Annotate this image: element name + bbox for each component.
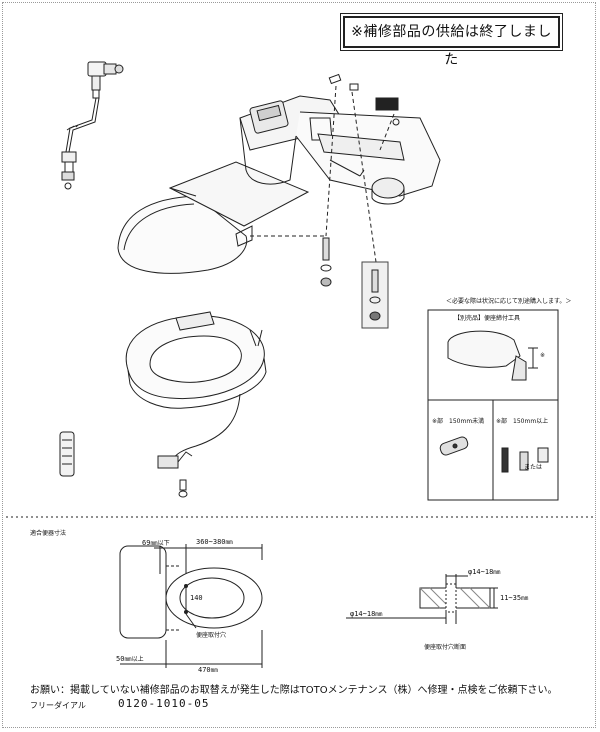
- main-unit-illustration: [239, 73, 441, 205]
- toilet-seat-illustration: [125, 311, 267, 498]
- parts-discontinued-notice: ※補修部品の供給は終了しました: [340, 13, 563, 68]
- mounting-bolt-illustration: [320, 237, 389, 329]
- freedial-number: 0120-1010-05: [118, 697, 210, 710]
- dimension-140: 140: [190, 594, 203, 602]
- fitting-dimensions-title: 適合便器寸法: [30, 530, 67, 537]
- dimension-360-380: 360~380mm: [196, 538, 233, 546]
- hole-thickness: 11~35mm: [500, 594, 529, 602]
- bowl-plan-view: [119, 544, 263, 668]
- seat-hole-label: 便座取付穴: [196, 632, 227, 639]
- hole-diameter-top: φ14~18mm: [468, 568, 501, 576]
- dimension-50: 50mm以上: [116, 655, 144, 663]
- tools-note-mark: ※: [540, 352, 546, 359]
- tools-or-text: または: [524, 464, 543, 471]
- tools-panel-frame: [427, 309, 559, 501]
- tools-panel-caption: ＜必要な際は状況に応じて別途購入します。＞: [446, 298, 572, 305]
- assembly-guide-lines: [250, 85, 395, 263]
- hole-diameter-bottom: φ14~18mm: [350, 610, 383, 618]
- water-supply-hose-illustration: [61, 61, 124, 190]
- mounting-hole-section: [346, 574, 498, 624]
- dimension-69: 69mm以下: [142, 539, 170, 547]
- tools-panel-title: 【別売品】便座締付工具: [454, 315, 521, 322]
- dimension-470: 470mm: [198, 666, 218, 674]
- anchor-sleeve-illustration: [59, 431, 75, 477]
- repair-request-text: お願い：掲載していない補修部品のお取替えが発生した際はTOTOメンテナンス（株）…: [30, 685, 558, 696]
- seat-lid-illustration: [117, 161, 310, 274]
- tools-right-label: ※部 150mm以上: [496, 418, 549, 425]
- freedial-label: フリーダイアル: [30, 701, 86, 710]
- tools-left-label: ※部 150mm未満: [432, 418, 485, 425]
- hole-section-caption: 便座取付穴断面: [424, 644, 467, 651]
